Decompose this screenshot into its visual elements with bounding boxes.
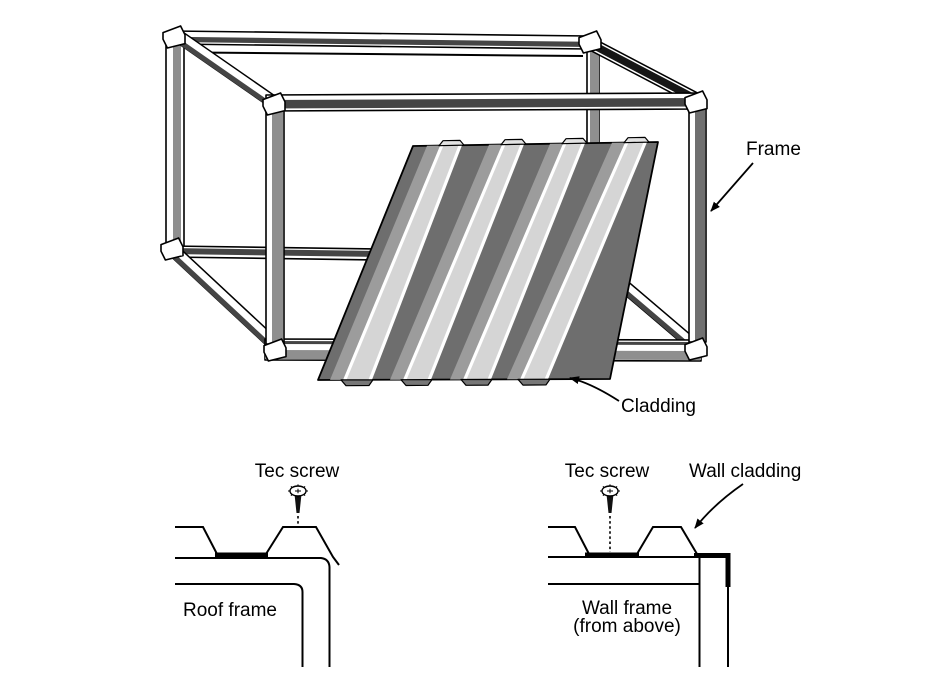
wall-frame-label-line2: (from above) bbox=[573, 616, 681, 637]
cladding-rib bbox=[330, 145, 462, 380]
cladding-arrow bbox=[569, 376, 620, 402]
corner-connector bbox=[263, 338, 287, 362]
wall-cladding-profile bbox=[548, 526, 698, 555]
frame-label: Frame bbox=[746, 139, 801, 160]
cladding-top-profile bbox=[438, 136, 650, 147]
roof-detail: Tec screw Roof frame bbox=[175, 461, 340, 667]
cladding-rib bbox=[390, 144, 524, 380]
wall-tec-screw-label: Tec screw bbox=[565, 461, 650, 482]
frame-back-left-post bbox=[165, 35, 185, 251]
frame-callout: Frame bbox=[710, 139, 801, 212]
cladding-rib bbox=[507, 142, 647, 380]
corner-connector bbox=[684, 90, 708, 114]
wall-detail: Tec screw Wall cladding Wall frame (from… bbox=[548, 461, 801, 667]
wall-cladding-corner-wrap bbox=[694, 553, 731, 587]
frame-top-left-brace bbox=[174, 30, 280, 110]
cladding-sheet bbox=[317, 136, 659, 387]
roof-tec-screw-label: Tec screw bbox=[255, 461, 340, 482]
frame-arrow bbox=[710, 162, 754, 212]
frame-top-right-brace bbox=[589, 39, 702, 106]
roof-cladding-profile bbox=[175, 526, 340, 566]
roof-frame-inner-edge bbox=[175, 583, 304, 667]
roof-frame-outer-edge bbox=[175, 557, 331, 667]
frame-front-right-post bbox=[688, 102, 707, 343]
corner-connector bbox=[684, 337, 708, 361]
cladding-callout: Cladding bbox=[569, 376, 696, 417]
frame-bottom-left-brace bbox=[169, 246, 282, 352]
cladding-label: Cladding bbox=[621, 396, 696, 417]
roof-frame-label: Roof frame bbox=[183, 600, 277, 621]
corner-connector bbox=[160, 237, 184, 261]
wall-cladding-label: Wall cladding bbox=[689, 461, 801, 482]
cladding-rib bbox=[450, 143, 585, 380]
frame-corner-connectors bbox=[160, 25, 708, 362]
corner-connector bbox=[262, 92, 286, 116]
tec-screw-icon bbox=[599, 483, 621, 514]
frame-front-top-rail bbox=[265, 92, 702, 112]
wall-cladding-arrow bbox=[694, 483, 744, 529]
corner-connector bbox=[578, 30, 602, 54]
wall-frame-label-line1: Wall frame bbox=[582, 598, 672, 619]
frame-front-left-post bbox=[265, 104, 285, 345]
frame-back-top-rail bbox=[171, 30, 589, 57]
cladding-bottom-profile bbox=[340, 378, 551, 387]
tec-screw-icon bbox=[287, 483, 309, 514]
corner-connector bbox=[162, 25, 186, 49]
